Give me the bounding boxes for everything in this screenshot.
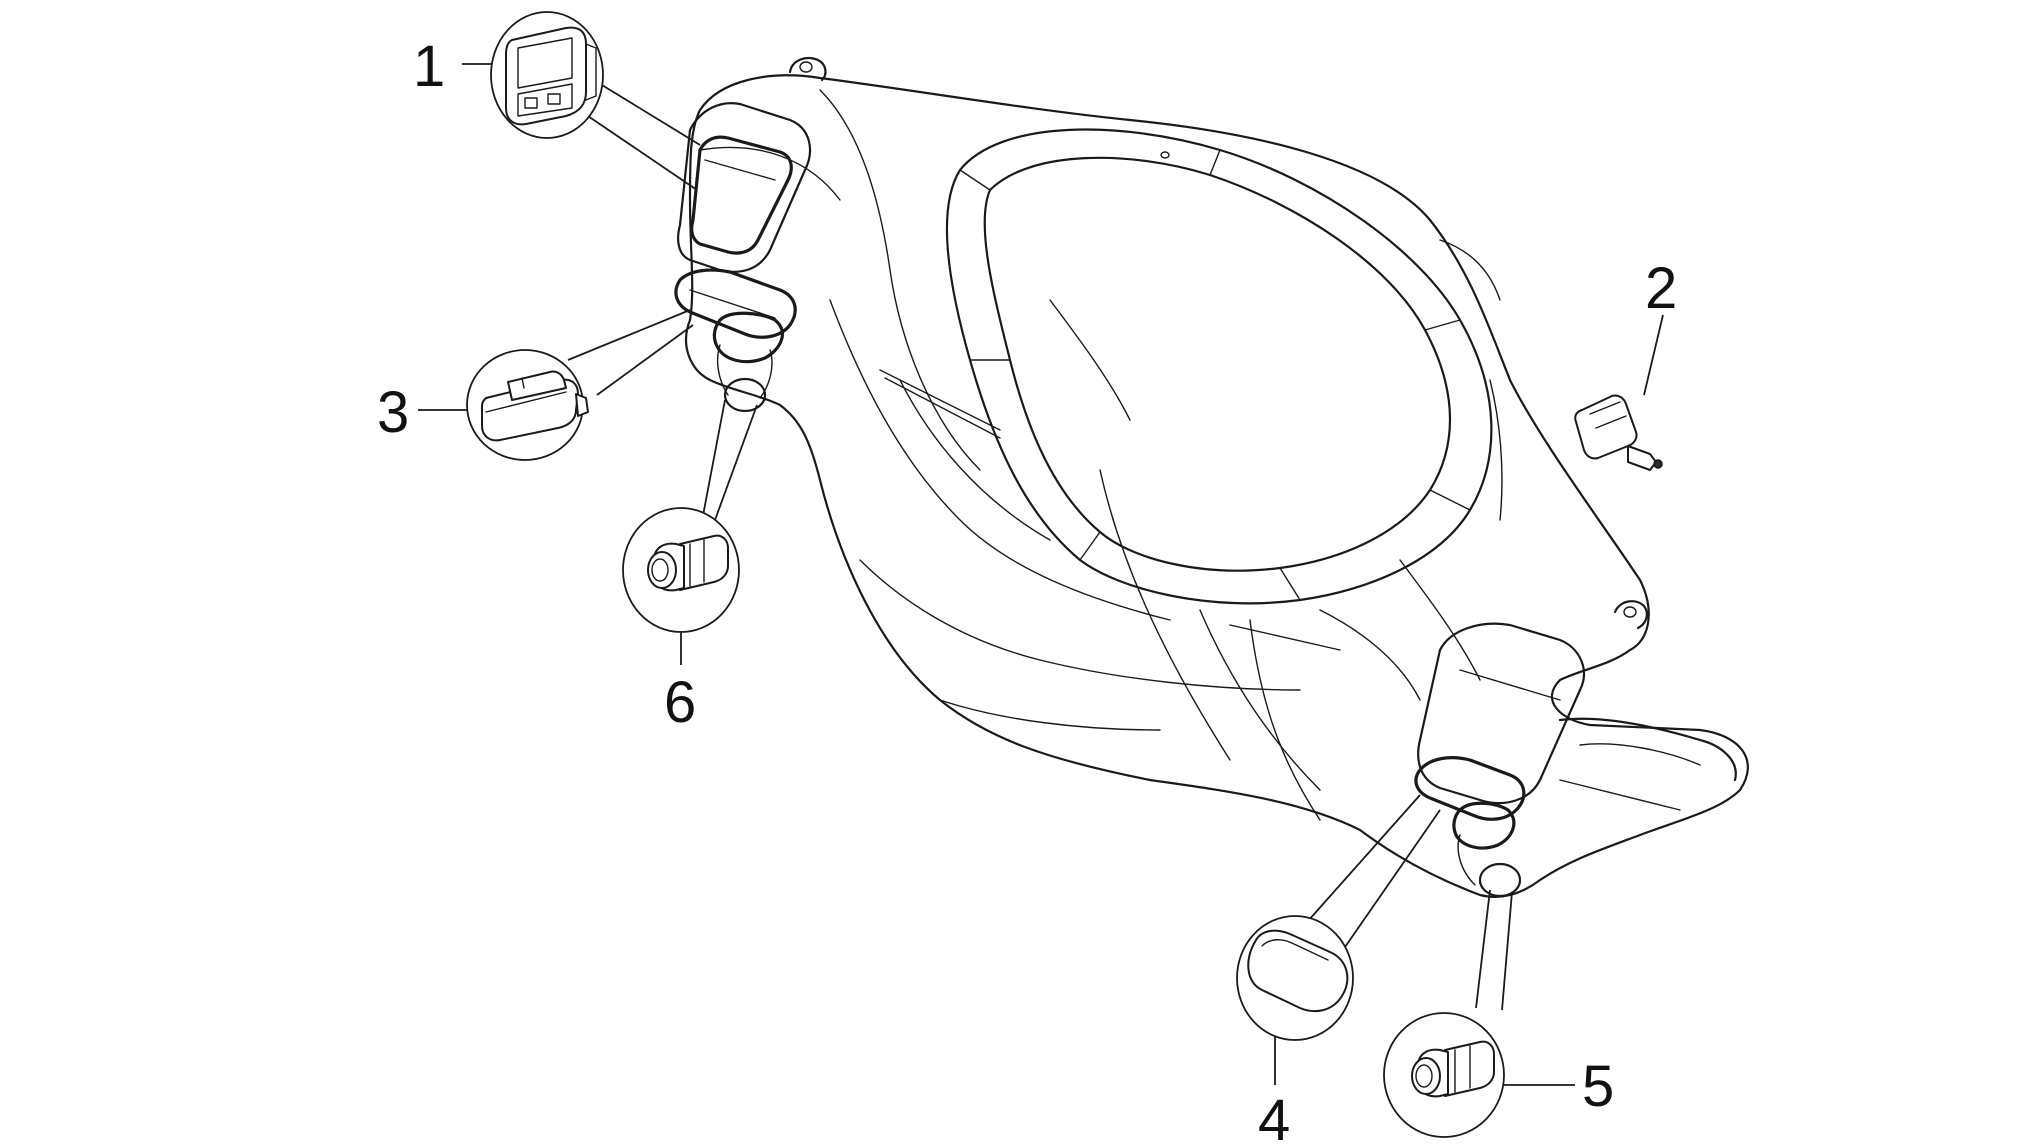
callout-4: 4 (1258, 1088, 1290, 1145)
callout-5: 5 (1582, 1054, 1614, 1119)
part-2-bulb (1574, 394, 1663, 471)
part-5-bulb-socket (1383, 1012, 1505, 1138)
part-3-switch (466, 349, 589, 461)
part-4-lens (1236, 915, 1354, 1041)
callout-6: 6 (664, 670, 696, 735)
callout-3: 3 (377, 380, 409, 445)
callout-2: 2 (1645, 256, 1677, 321)
callout-numbers: 1 2 3 4 5 6 (377, 34, 1677, 1145)
part-1-switch (490, 11, 604, 139)
handlebar-cover-housing (674, 56, 1749, 898)
part-6-bulb-socket (622, 507, 740, 633)
callout-1: 1 (413, 34, 445, 99)
